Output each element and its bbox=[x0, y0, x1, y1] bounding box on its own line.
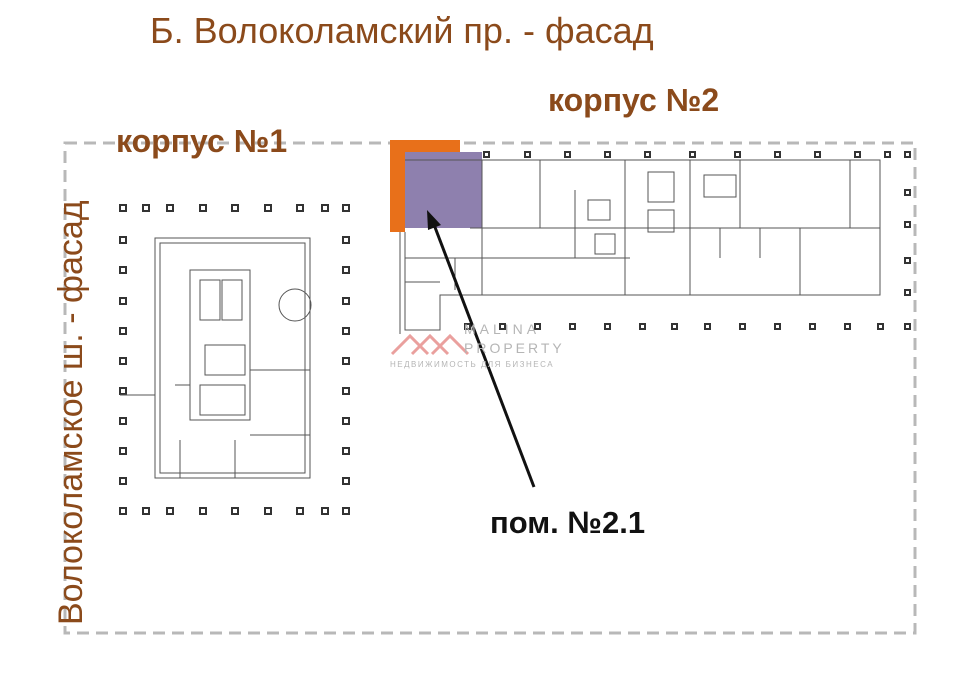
watermark-line-2: PROPERTY bbox=[464, 340, 565, 356]
facade-highlight bbox=[390, 140, 460, 232]
premise-label: пом. №2.1 bbox=[490, 505, 646, 540]
building-1-plan bbox=[119, 204, 350, 515]
premise-2-1-area bbox=[405, 152, 482, 228]
watermark: MALINA PROPERTY НЕДВИЖИМОСТЬ ДЛЯ БИЗНЕСА bbox=[390, 320, 590, 380]
site-boundary bbox=[63, 141, 917, 635]
building-1-title: корпус №1 bbox=[116, 123, 288, 159]
watermark-logo-mark bbox=[390, 333, 470, 356]
facade-left-wrapper: Волоколамское ш. - фасад bbox=[14, 125, 90, 630]
watermark-line-1: MALINA bbox=[464, 321, 541, 337]
facade-top-label: Б. Волоколамский пр. - фасад bbox=[150, 10, 654, 51]
watermark-line-3: НЕДВИЖИМОСТЬ ДЛЯ БИЗНЕСА bbox=[390, 360, 555, 369]
premise-pointer-arrow bbox=[431, 221, 536, 488]
building-2-title: корпус №2 bbox=[548, 82, 720, 118]
building-2-plan bbox=[390, 140, 911, 488]
facade-left-label: Волоколамское ш. - фасад bbox=[52, 200, 90, 625]
